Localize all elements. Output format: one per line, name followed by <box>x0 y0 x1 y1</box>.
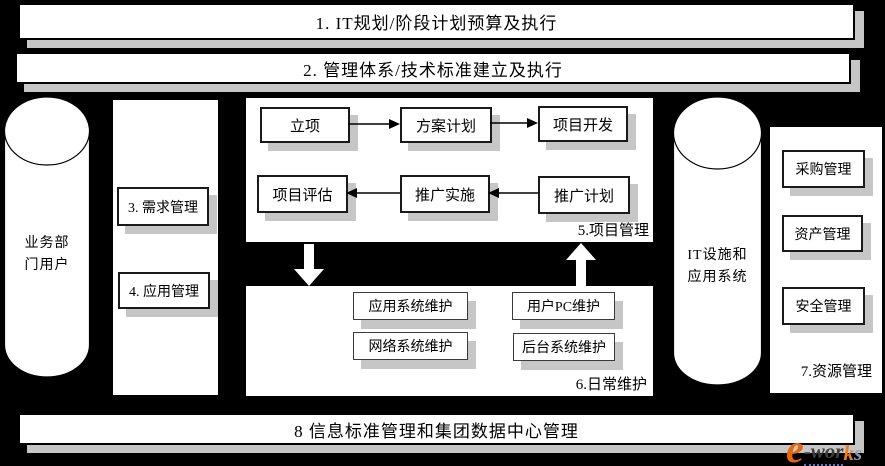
bar-data-center: 8 信息标准管理和集团数据中心管理 <box>18 413 855 445</box>
arrow-left-icon <box>346 188 400 198</box>
arrow-right-icon <box>490 118 538 128</box>
daily-maintenance-label: 6.日常维护 <box>575 377 647 393</box>
demand-app-panel: 3. 需求管理 4. 应用管理 <box>113 100 218 395</box>
business-users-label: 业务部 门用户 <box>24 236 70 274</box>
arrow-left-icon <box>488 188 538 198</box>
it-systems-label: IT设施和 应用系统 <box>687 248 748 286</box>
business-users-cylinder: 业务部 门用户 <box>3 93 91 385</box>
resource-management-label: 7.资源管理 <box>800 364 872 380</box>
arrow-right-icon <box>348 119 400 129</box>
project-management-panel: 立项 方案计划 项目开发 项目评估 推广实施 推广计划 <box>246 98 653 242</box>
eworks-wor: -wor <box>803 439 844 466</box>
eworks-s: s <box>853 441 863 465</box>
asset-management-box: 资产管理 <box>782 215 863 252</box>
cylinder-shape-icon <box>672 96 763 386</box>
network-system-maintenance-box: 网络系统维护 <box>353 332 468 360</box>
bar-it-planning: 1. IT规划/阶段计划预算及执行 <box>18 3 855 40</box>
eworks-e: e <box>786 426 804 466</box>
bar-management-standards-label: 2. 管理体系/技术标准建立及执行 <box>303 60 563 80</box>
demand-management-box: 3. 需求管理 <box>117 187 209 226</box>
cylinder-shape-icon <box>3 96 91 378</box>
project-evaluation-box: 项目评估 <box>257 175 348 213</box>
backend-system-maintenance-box: 后台系统维护 <box>513 333 615 361</box>
eworks-k: k <box>843 441 854 465</box>
user-pc-maintenance-box: 用户PC维护 <box>512 292 615 320</box>
block-arrow-down-icon <box>294 244 324 286</box>
bar-management-standards: 2. 管理体系/技术标准建立及执行 <box>15 52 851 84</box>
project-development-box: 项目开发 <box>538 106 628 142</box>
bar-it-planning-label: 1. IT规划/阶段计划预算及执行 <box>315 14 558 33</box>
security-management-box: 安全管理 <box>782 287 865 325</box>
rollout-implementation-box: 推广实施 <box>400 175 490 213</box>
app-system-maintenance-box: 应用系统维护 <box>353 292 468 320</box>
procurement-management-box: 采购管理 <box>782 150 865 188</box>
rollout-plan-box: 推广计划 <box>538 176 630 214</box>
project-initiation-box: 立项 <box>260 107 350 143</box>
block-arrow-up-icon <box>566 243 596 286</box>
application-management-box: 4. 应用管理 <box>118 272 210 309</box>
daily-maintenance-panel: 应用系统维护 用户PC维护 网络系统维护 后台系统维护 6.日常维护 <box>246 286 653 396</box>
it-systems-cylinder: IT设施和 应用系统 <box>672 93 763 393</box>
project-management-label: 5.项目管理 <box>577 223 649 239</box>
resource-management-panel: 采购管理 资产管理 安全管理 7.资源管理 <box>770 127 882 393</box>
bar-data-center-label: 8 信息标准管理和集团数据中心管理 <box>294 421 579 441</box>
solution-plan-box: 方案计划 <box>400 107 492 143</box>
